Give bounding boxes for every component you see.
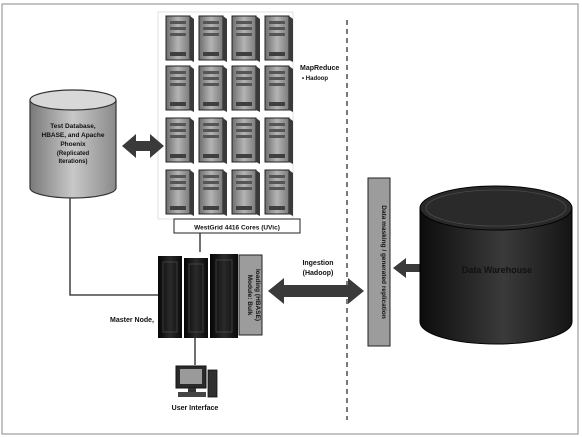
server-tower-icon bbox=[231, 169, 260, 216]
server-tower-icon bbox=[231, 65, 260, 112]
test-db-label-4: (Replicated bbox=[57, 151, 90, 157]
hadoop-label: • Hadoop bbox=[302, 76, 328, 82]
master-node-rack bbox=[158, 254, 238, 338]
db-cluster-double-arrow bbox=[122, 134, 164, 158]
server-tower-icon bbox=[165, 65, 194, 112]
server-tower-icon bbox=[198, 117, 227, 164]
server-tower-icon bbox=[165, 169, 194, 216]
warehouse-to-masking-arrow bbox=[393, 258, 420, 278]
server-tower-icon bbox=[198, 15, 227, 62]
westgrid-label: WestGrid 4416 Cores (UVic) bbox=[194, 225, 280, 232]
mapreduce-label: MapReduce bbox=[300, 65, 339, 72]
master-node-label: Master Node, bbox=[110, 317, 154, 324]
server-tower-icon bbox=[165, 15, 194, 62]
user-interface-label: User Interface bbox=[172, 405, 219, 412]
outer-frame bbox=[1, 3, 579, 435]
test-db-label-2: HBASE, and Apache bbox=[42, 132, 105, 139]
server-tower-icon bbox=[165, 117, 194, 164]
ingestion-label-2: (Hadoop) bbox=[303, 270, 334, 277]
data-masking-label: Data masking / generated replication bbox=[380, 205, 387, 318]
test-db-label-5: Iterations) bbox=[58, 159, 87, 165]
data-masking-box bbox=[367, 177, 391, 347]
bulk-loading-label-1: Module: Bulk bbox=[246, 275, 253, 316]
computer-icon bbox=[175, 365, 218, 398]
server-grid bbox=[165, 15, 293, 216]
server-tower-icon bbox=[264, 117, 293, 164]
bulk-loading-module-box bbox=[238, 254, 263, 336]
server-tower-icon bbox=[231, 15, 260, 62]
server-tower-icon bbox=[231, 117, 260, 164]
server-tower-icon bbox=[264, 65, 293, 112]
ingestion-double-arrow bbox=[268, 278, 364, 304]
server-tower-icon bbox=[198, 169, 227, 216]
data-warehouse-label: Data Warehouse bbox=[462, 265, 532, 275]
test-db-label-3: Phoenix bbox=[60, 141, 86, 148]
test-database-cylinder bbox=[29, 89, 117, 199]
db-to-master-line bbox=[69, 196, 160, 296]
server-tower-icon bbox=[264, 169, 293, 216]
server-tower-icon bbox=[198, 65, 227, 112]
ingestion-label-1: Ingestion bbox=[302, 260, 333, 267]
server-tower-icon bbox=[264, 15, 293, 62]
bulk-loading-label-2: loading (HBASE) bbox=[254, 269, 261, 321]
westgrid-caption-box bbox=[173, 218, 301, 234]
test-db-label-1: Test Database, bbox=[50, 123, 96, 130]
data-warehouse-cylinder bbox=[419, 185, 573, 345]
